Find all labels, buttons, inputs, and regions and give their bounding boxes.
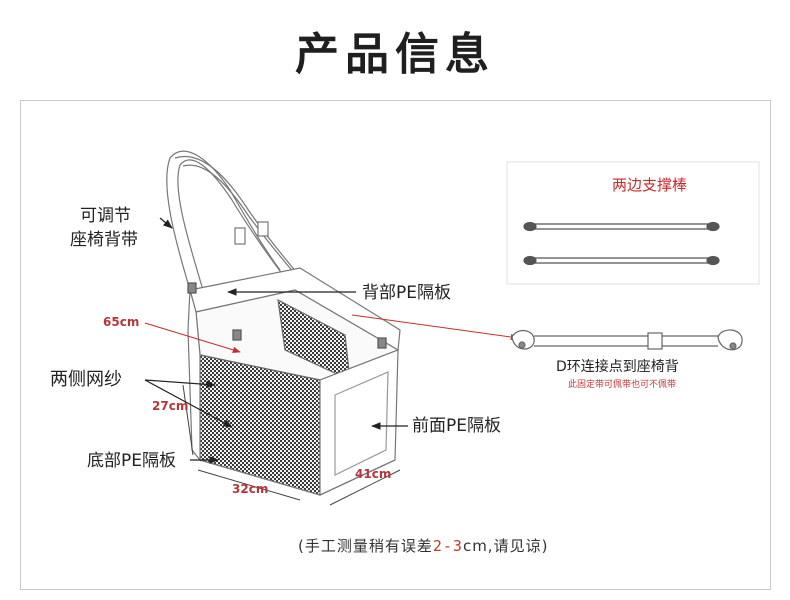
dimension-height: 65cm [103, 315, 140, 329]
dimension-length: 41cm [355, 467, 392, 481]
label-d-ring-note: 此固定带可佩带也可不佩带 [568, 380, 677, 390]
frame-line-right [770, 100, 771, 590]
label-back-board: 背部PE隔板 [362, 283, 451, 303]
support-rod-top [523, 221, 720, 232]
label-adjustable-strap-line1: 可调节 [80, 206, 131, 226]
frame-line-bottom [20, 589, 771, 590]
label-support-rods: 两边支撑棒 [612, 176, 688, 194]
support-rods-panel [506, 161, 760, 285]
frame-line-left [20, 100, 21, 590]
label-pointers [144, 217, 408, 464]
measurement-note: (手工测量稍有误差2-3cm,请见谅) [298, 535, 548, 556]
measurement-note-prefix: (手工测量稍有误差 [298, 537, 433, 555]
measurement-note-range: 2-3 [432, 537, 463, 555]
frame-line-top [20, 100, 771, 101]
page-title: 产品信息 [295, 29, 495, 80]
d-ring-strap [511, 329, 743, 351]
label-bottom-board: 底部PE隔板 [87, 451, 176, 471]
label-front-board: 前面PE隔板 [412, 416, 501, 436]
label-side-mesh: 两侧网纱 [50, 369, 122, 390]
seat-box [187, 267, 401, 496]
label-adjustable-strap-line2: 座椅背带 [70, 230, 138, 250]
dimension-width: 32cm [232, 482, 269, 496]
label-d-ring: D环连接点到座椅背 [556, 359, 679, 375]
dimension-lines [182, 384, 401, 506]
measurement-note-suffix: cm,请见谅) [462, 537, 549, 555]
support-rod-bottom [523, 255, 720, 266]
dimension-depth: 27cm [152, 399, 189, 413]
